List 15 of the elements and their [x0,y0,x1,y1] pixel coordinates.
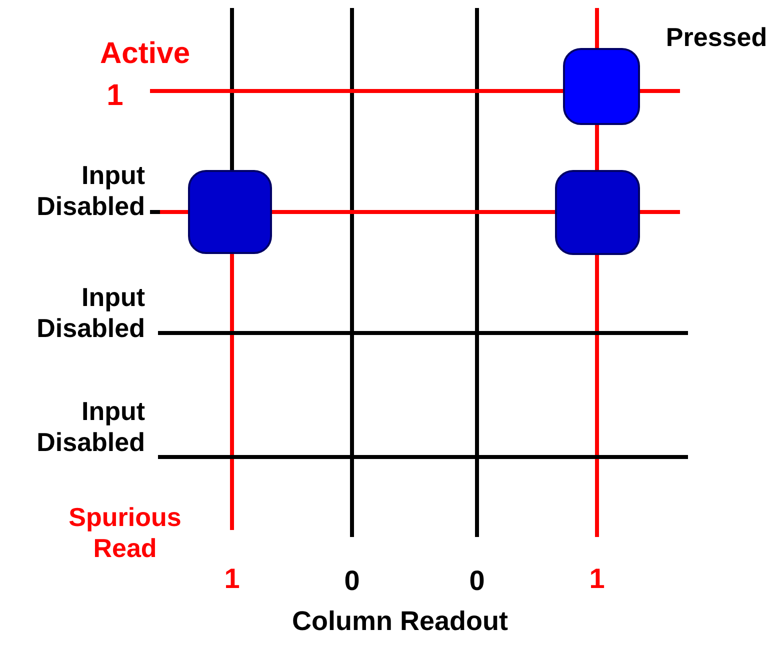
key-switch [563,48,640,125]
text-label: 0 [343,564,361,598]
text-label: 0 [468,564,486,598]
text-label: 1 [223,562,241,596]
text-label: 1 [588,562,606,596]
text-label: Input Disabled [36,160,145,222]
key-switch [555,170,640,255]
axis-title: Column Readout [291,605,509,638]
text-label: Active [98,36,192,72]
text-label: Input Disabled [36,396,145,458]
text-label: Pressed [664,22,768,54]
text-label: Input Disabled [36,282,145,344]
text-label: Spurious Read [68,502,182,564]
key-switch [188,170,272,254]
text-label: 1 [106,78,124,114]
